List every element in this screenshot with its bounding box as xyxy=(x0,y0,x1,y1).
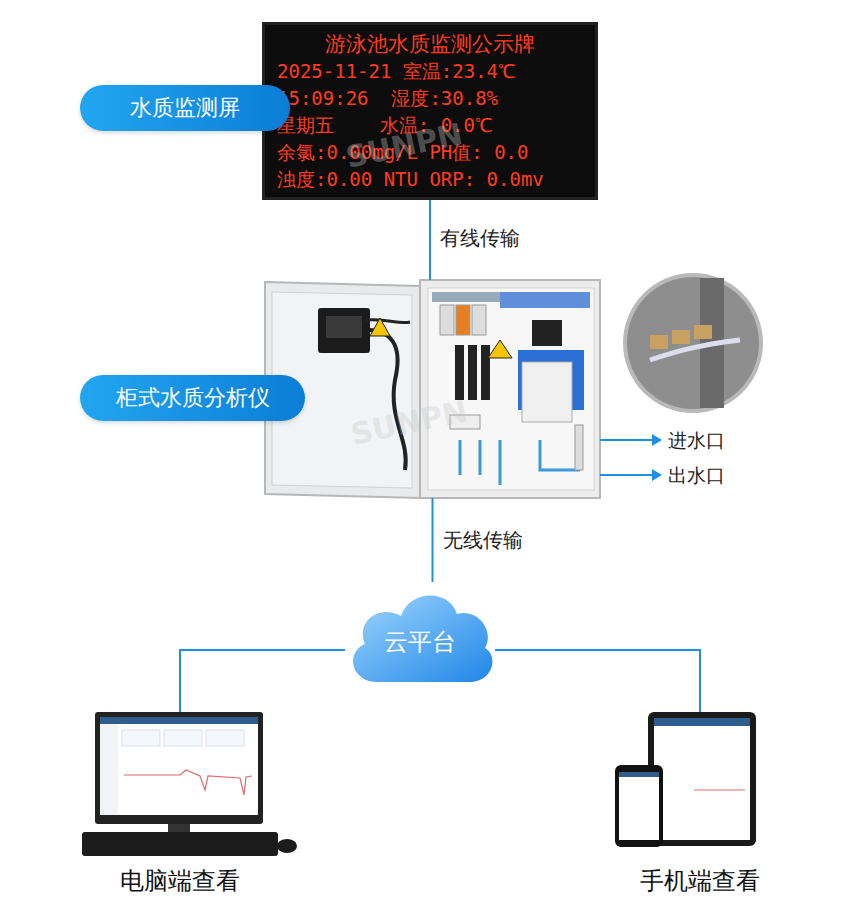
connector-line xyxy=(180,650,345,712)
connector-line xyxy=(432,498,434,582)
computer-illustration xyxy=(82,712,297,856)
title-pill: 柜式水质分析仪 xyxy=(80,375,305,421)
connector-label: 有线传输 xyxy=(440,225,520,252)
inlet-label: 进水口 xyxy=(668,428,725,454)
inset-photo xyxy=(623,273,763,413)
connector-line xyxy=(495,650,700,712)
connector-line xyxy=(429,197,431,280)
cabinet-illustration xyxy=(265,280,662,498)
cloud-platform: 云平台 xyxy=(345,582,495,690)
led-screen: 水质监测屏游泳池水质监测公示牌2025-11-21 室温:23.4℃15:09:… xyxy=(265,25,595,197)
computer-terminal: 电脑端查看 xyxy=(80,712,280,897)
analyzer-cabinet: 柜式水质分析仪 xyxy=(265,280,600,498)
mobile-terminal: 手机端查看 xyxy=(600,712,800,897)
node-title: 云平台 xyxy=(345,626,495,658)
screen-line: 15:09:26 湿度:30.8% xyxy=(265,85,595,112)
screen-title: 游泳池水质监测公示牌 xyxy=(265,31,595,58)
node-caption: 手机端查看 xyxy=(600,865,800,897)
screen-line: 浊度:0.00 NTU ORP: 0.0mv xyxy=(265,166,595,193)
mobile-illustration xyxy=(615,712,756,847)
screen-line: 2025-11-21 室温:23.4℃ xyxy=(265,58,595,85)
node-caption: 电脑端查看 xyxy=(80,865,280,897)
connector-label: 无线传输 xyxy=(443,527,523,554)
title-pill: 水质监测屏 xyxy=(80,85,290,131)
outlet-label: 出水口 xyxy=(668,463,725,489)
